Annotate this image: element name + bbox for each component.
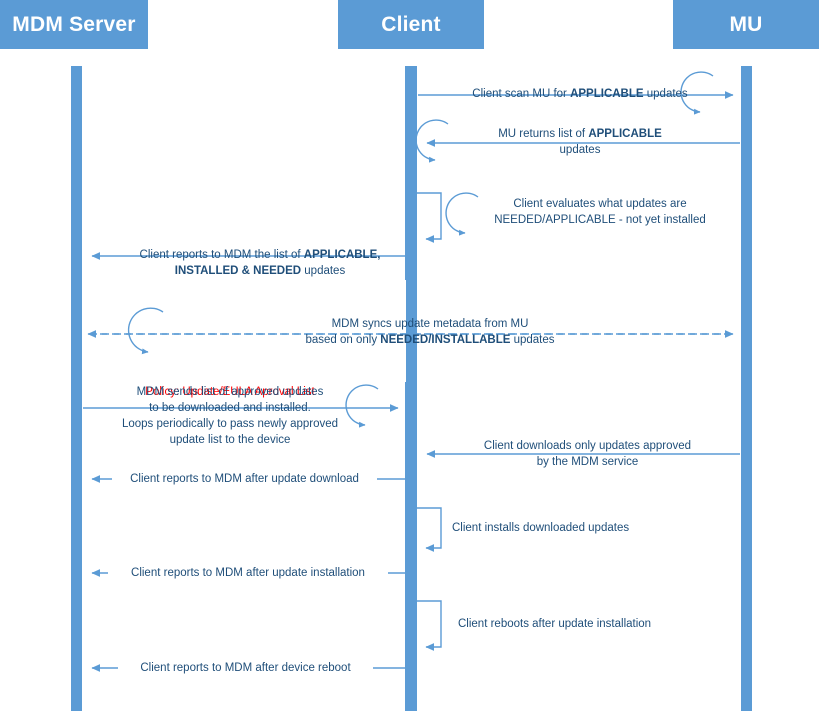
message-label-m8: Client reports to MDM after update downl… (112, 471, 377, 487)
participant-header-client[interactable]: Client (338, 0, 484, 49)
message-label-m10: Client reports to MDM after update insta… (108, 565, 388, 581)
loop-circle-m3 (445, 192, 479, 236)
message-label-m4: Client reports to MDM the list of APPLIC… (139, 249, 381, 277)
message-label-m11: Client reboots after update installation (458, 618, 652, 630)
message-label-m9: Client installs downloaded updates (452, 522, 630, 534)
participant-header-mu[interactable]: MU (673, 0, 819, 49)
self-message-bracket-m9 (417, 507, 442, 552)
self-message-bracket-m3 (417, 192, 442, 243)
participant-label-client: Client (381, 13, 441, 36)
lifeline-mdm-server (71, 66, 82, 711)
lifeline-mu (741, 66, 752, 711)
loop-circle-m2 (415, 119, 449, 163)
participant-label-mdm-server: MDM Server (12, 13, 136, 36)
self-message-bracket-m11 (417, 600, 442, 651)
participant-label-mu: MU (729, 13, 763, 36)
loop-circle-m5 (127, 307, 164, 355)
message-label-m12: Client reports to MDM after device reboo… (118, 660, 373, 676)
message-label-m1: Client scan MU for APPLICABLE updates (472, 88, 688, 100)
message-label-m6-policy: Policy: Update/EULA Aproval List (90, 368, 370, 400)
policy-label-text: Policy: Update/EULA Aproval List (145, 386, 315, 398)
participant-header-mdm-server[interactable]: MDM Server (0, 0, 148, 49)
lifeline-client (406, 66, 417, 711)
